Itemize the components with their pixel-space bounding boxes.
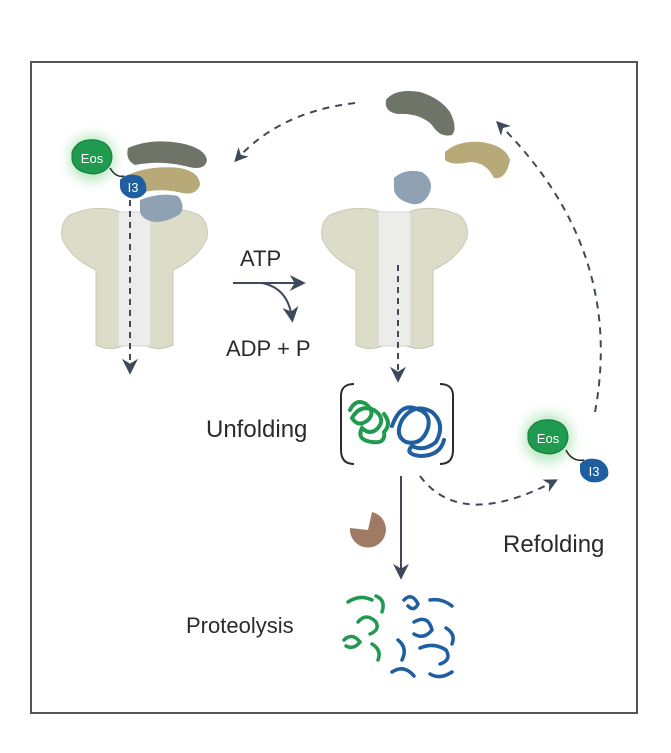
released-dark-subunit [385, 91, 455, 136]
left-channel-inner [117, 211, 152, 347]
fragment-blue-1 [402, 595, 420, 611]
unfolded-blue-chain [390, 405, 446, 459]
left-eos-tagged-substrate: Eos I3 [56, 122, 147, 199]
left-channel-left-half [61, 207, 126, 349]
left-cap-dark-subunit [127, 141, 207, 168]
proteolysis-stage: Proteolysis [186, 594, 455, 679]
unfolding-bracket-right [439, 383, 455, 465]
fragment-green-3 [356, 615, 379, 636]
middle-channel-left-half [321, 207, 386, 349]
refolding-label: Refolding [503, 531, 604, 558]
released-tan-subunit [445, 141, 510, 179]
refolding-arrow [419, 475, 558, 506]
fragment-green-2 [374, 594, 385, 614]
middle-channel-inner [377, 211, 412, 347]
right-i3-tag [580, 458, 609, 483]
fragment-blue-2 [428, 597, 454, 608]
right-eos-label: Eos [537, 431, 560, 446]
atp-hydrolysis-arrow: ATP ADP + P [226, 246, 311, 361]
unfolding-bracket-left [339, 383, 355, 465]
refolded-eos-tagged-substrate: Eos I3 [510, 400, 609, 483]
diagram-frame [30, 61, 638, 714]
unfolding-label: Unfolding [206, 416, 307, 443]
adp-label: ADP + P [226, 336, 311, 361]
fragment-green-4 [342, 634, 363, 650]
fragment-blue-7 [428, 670, 454, 679]
right-i3-label: I3 [589, 464, 600, 479]
adp-branch-arrow [261, 282, 299, 323]
unfolding-stage: Unfolding [206, 383, 455, 465]
fragment-blue-6 [390, 667, 416, 678]
left-eos-label: Eos [81, 151, 104, 166]
fragment-blue-3 [412, 617, 434, 638]
recycle-to-left-arrow [234, 102, 356, 163]
right-linker [565, 449, 585, 462]
proteolysis-label: Proteolysis [186, 613, 294, 638]
left-i3-tag [120, 174, 147, 199]
left-eos-protein [71, 139, 113, 175]
fragment-green-1 [346, 595, 374, 604]
unfolded-green-chain [348, 400, 390, 445]
released-cap-subunits [385, 91, 510, 205]
released-bluegray-subunit [394, 170, 431, 205]
right-eos-protein [527, 419, 569, 455]
fragment-blue-4 [396, 638, 406, 662]
fragment-blue-5 [418, 643, 450, 666]
fragment-green-5 [370, 642, 381, 662]
left-cap-bluegray-subunit [140, 194, 183, 222]
left-linker [109, 167, 125, 178]
refolding-return-arrow [496, 121, 602, 413]
middle-proteasome [321, 207, 468, 383]
atp-label: ATP [240, 246, 281, 271]
protease-icon [349, 512, 386, 548]
fragment-blue-8 [444, 626, 455, 646]
middle-channel-right-half [403, 207, 468, 349]
left-i3-label: I3 [128, 180, 139, 195]
